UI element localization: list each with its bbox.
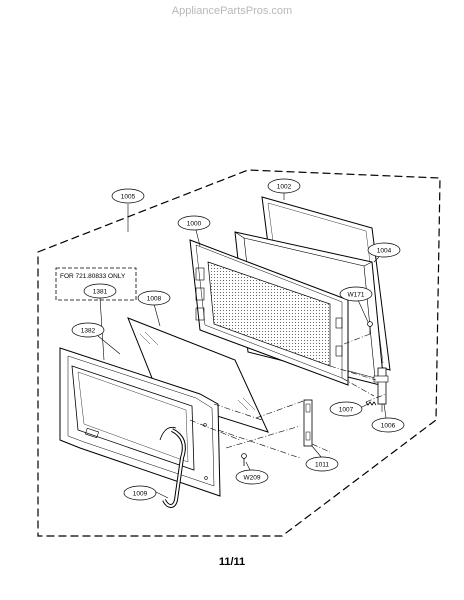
callout-1005: 1005 [111,188,145,204]
callout-1011-label: 1011 [315,462,329,469]
part-1011-latch [303,399,313,447]
callout-1000-label: 1000 [187,221,202,228]
assembly-boundary [37,169,441,537]
note-box [55,267,137,301]
alignment-lines [189,333,387,459]
page-number: 11/11 [218,556,246,568]
callout-w209-label: W209 [244,475,261,482]
callout-1000: 1000 [177,215,211,231]
part-1006-latch-lever [373,367,389,412]
callout-1011: 1011 [305,456,339,472]
callout-1004: 1004 [367,242,401,258]
part-1000-door-frame [189,239,349,386]
callout-1004-label: 1004 [377,248,392,255]
part-w209-screw [241,453,247,466]
callout-1009: 1009 [123,485,157,501]
callout-w209: W209 [235,469,269,485]
callout-w171: W171 [339,286,373,302]
callout-1002-label: 1002 [277,184,292,191]
callout-1005-label: 1005 [121,194,136,201]
callout-w171-label: W171 [348,292,365,299]
callout-1006-label: 1006 [381,423,396,430]
part-w171-screw [367,321,373,334]
part-1009-handle [159,426,186,508]
callout-1007: 1007 [329,401,363,417]
callout-1008-label: 1008 [147,296,162,303]
callout-1007-label: 1007 [339,407,354,414]
callout-1381-label: 1381 [93,289,108,296]
callout-1381: 1381 [83,283,117,299]
callout-1382: 1382 [71,322,105,338]
callout-1009-label: 1009 [133,491,148,498]
callout-1382-label: 1382 [81,328,96,335]
part-1008-glass [127,317,269,433]
callout-1002: 1002 [267,178,301,194]
watermark: AppliancePartsPros.com [171,5,293,17]
note-text: FOR 721.80833 ONLY [60,273,126,280]
callout-1008: 1008 [137,290,171,306]
callout-1006: 1006 [371,417,405,433]
